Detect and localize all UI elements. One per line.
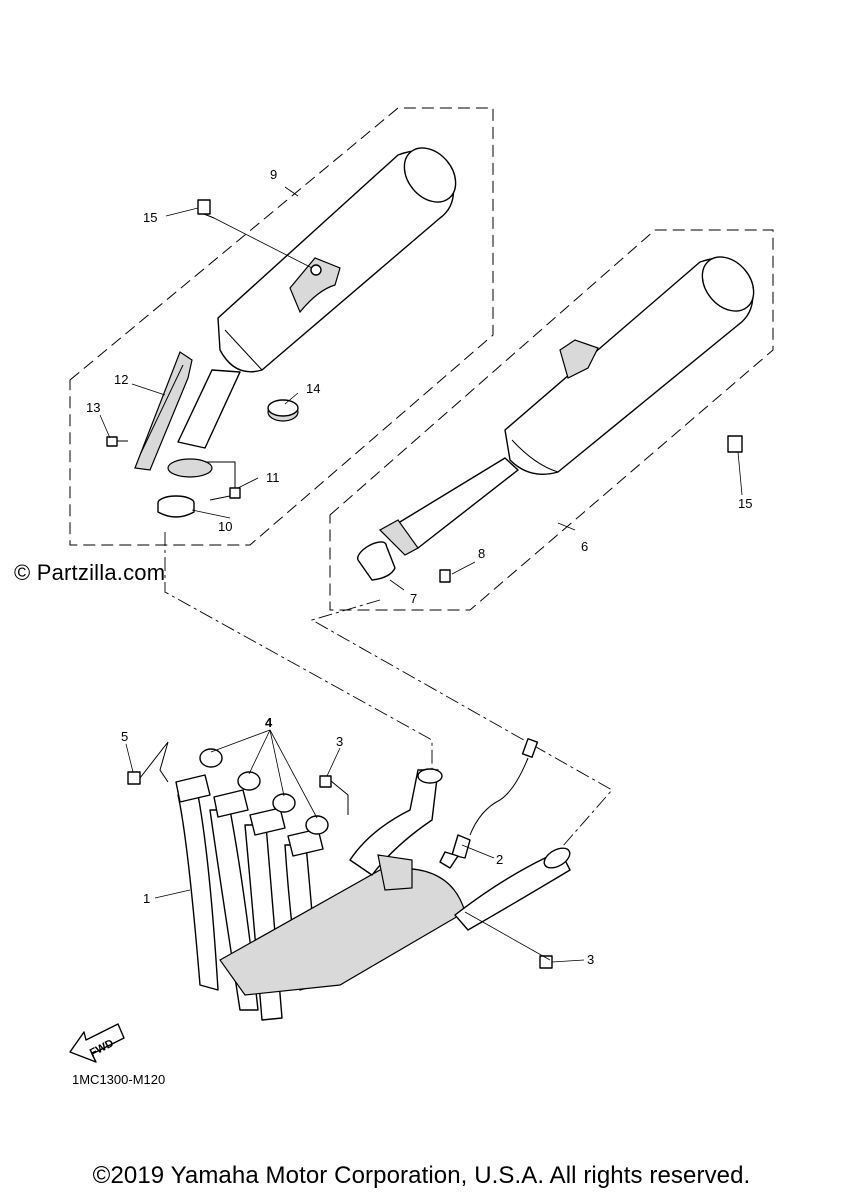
diagram-code: 1MC1300-M120 <box>72 1072 166 1087</box>
callout-4: 4 <box>265 715 273 730</box>
callout-2: 2 <box>496 852 503 867</box>
protector-12[interactable] <box>134 351 193 471</box>
copyright-notice: ©2019 Yamaha Motor Corporation, U.S.A. A… <box>92 1162 751 1189</box>
callout-6: 6 <box>581 539 588 554</box>
assembly-lead-line-right <box>310 599 613 856</box>
callout-11: 11 <box>266 470 280 485</box>
callout-1: 1 <box>143 891 150 906</box>
bolt-5[interactable] <box>127 741 169 785</box>
callout-7: 7 <box>410 591 417 606</box>
muffler-9[interactable] <box>177 138 466 449</box>
callout-10: 10 <box>218 519 232 534</box>
assembly-lead-line-left <box>164 532 433 770</box>
callout-13: 13 <box>86 400 100 415</box>
callout-12: 12 <box>114 372 128 387</box>
callout-15-upper: 15 <box>143 210 157 225</box>
exhaust-header-1[interactable] <box>175 768 573 1021</box>
bolt-15-upper[interactable] <box>197 199 215 219</box>
partzilla-watermark: © Partzilla.com <box>14 560 166 585</box>
gaskets-4[interactable] <box>199 748 329 835</box>
callout-3-upper: 3 <box>336 734 343 749</box>
gasket-14[interactable] <box>267 399 299 422</box>
callout-5: 5 <box>121 729 128 744</box>
screw-13[interactable] <box>106 436 128 447</box>
bolt-8[interactable] <box>439 569 451 583</box>
bolt-15-lower[interactable] <box>727 435 743 453</box>
callout-15-lower: 15 <box>738 496 752 511</box>
callout-9: 9 <box>270 167 277 182</box>
callout-3-lower: 3 <box>587 952 594 967</box>
clamp-band[interactable] <box>167 458 236 501</box>
leader-lines <box>99 186 743 963</box>
oxygen-sensor-2[interactable] <box>439 738 539 869</box>
assembly-outline-9 <box>69 107 494 546</box>
callout-14: 14 <box>306 381 320 396</box>
bolt-11[interactable] <box>229 480 241 499</box>
assembly-outline-6 <box>329 229 774 611</box>
bolt-3-upper[interactable] <box>319 775 349 815</box>
callout-8: 8 <box>478 546 485 561</box>
gasket-7[interactable] <box>355 538 396 581</box>
gasket-10[interactable] <box>157 495 195 518</box>
muffler-6[interactable] <box>379 247 764 556</box>
forward-arrow-icon: FWD <box>69 1023 125 1063</box>
